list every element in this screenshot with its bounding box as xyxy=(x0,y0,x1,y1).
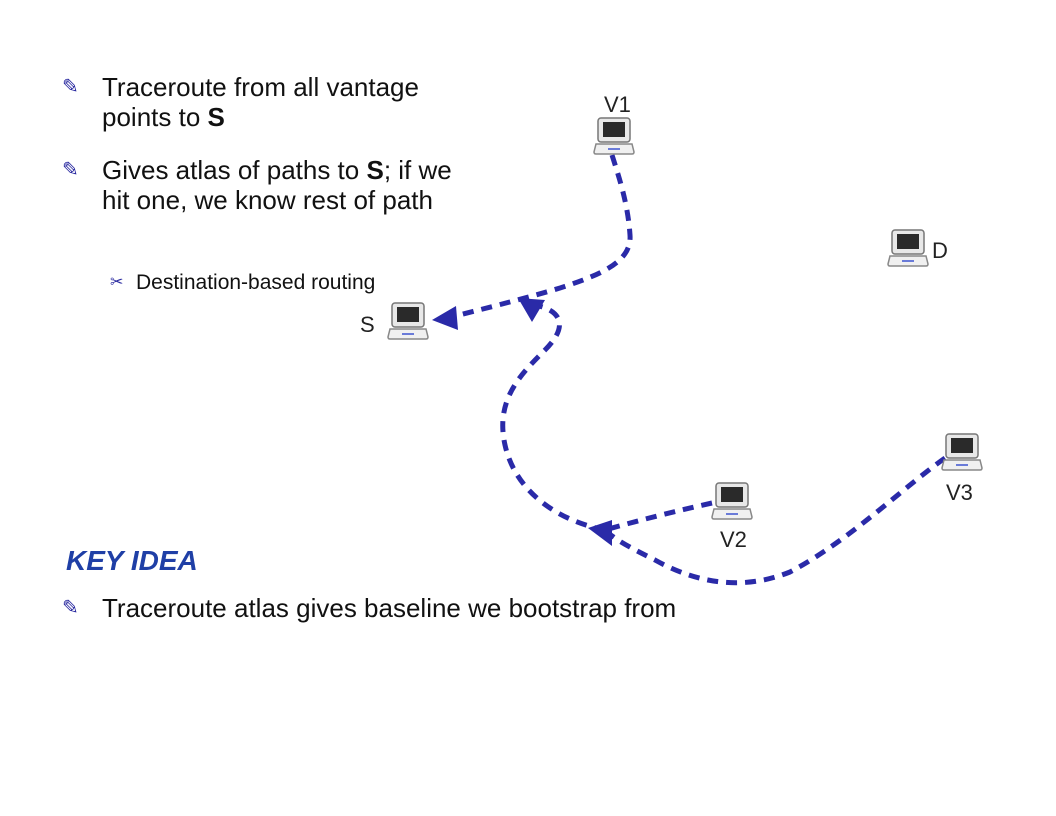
path-v2-to-junction xyxy=(604,500,713,533)
node-v1: V1 xyxy=(593,92,635,155)
laptop-icon xyxy=(941,433,983,471)
bullet-bold: S xyxy=(207,102,225,132)
node-s: S xyxy=(360,302,429,340)
pencil-bullet-icon: ✎ xyxy=(62,76,79,98)
bullet-key-idea: ✎ Traceroute atlas gives baseline we boo… xyxy=(62,593,902,623)
pencil-bullet-icon: ✎ xyxy=(62,159,79,181)
laptop-icon xyxy=(387,302,429,340)
node-s-label: S xyxy=(360,312,375,337)
node-d-label: D xyxy=(932,238,948,263)
node-d: D xyxy=(887,229,948,267)
path-lines xyxy=(447,154,947,586)
node-v3-label: V3 xyxy=(946,480,973,505)
bullet-text: Gives atlas of paths to xyxy=(102,155,367,185)
sub-bullet-text: Destination-based routing xyxy=(136,271,376,294)
path-junction-to-s xyxy=(500,302,606,533)
path-v3-to-junction xyxy=(603,455,947,586)
bullet-atlas-of-paths: ✎ Gives atlas of paths to S; if we hit o… xyxy=(62,155,482,215)
sub-bullet-destination-routing: ✂ Destination-based routing xyxy=(110,268,376,297)
laptop-icon xyxy=(711,482,753,520)
arrowhead-junction-upper xyxy=(518,298,545,322)
node-v2: V2 xyxy=(711,482,753,552)
laptop-icon xyxy=(593,117,635,155)
pencil-bullet-icon: ✎ xyxy=(62,597,79,619)
path-v1-to-s xyxy=(447,154,633,321)
arrowhead-junction-lower xyxy=(588,520,612,546)
bullet-text-tail: ; if we hit one, we know rest of path xyxy=(102,155,452,215)
arrowhead-into-s xyxy=(432,306,458,330)
node-v3: V3 xyxy=(941,433,983,505)
scissors-bullet-icon: ✂ xyxy=(110,274,124,291)
bullet-traceroute-all: ✎ Traceroute from all vantage points to … xyxy=(62,72,442,132)
bullet-bold: S xyxy=(366,155,384,185)
bullet-text: Traceroute from all vantage points to xyxy=(102,72,419,132)
laptop-icon xyxy=(887,229,929,267)
path-arrowheads xyxy=(432,298,612,546)
bullet-text: Traceroute atlas gives baseline we boots… xyxy=(102,593,677,623)
node-v1-label: V1 xyxy=(604,92,631,117)
node-v2-label: V2 xyxy=(720,527,747,552)
key-idea-heading: KEY IDEA xyxy=(66,545,198,576)
